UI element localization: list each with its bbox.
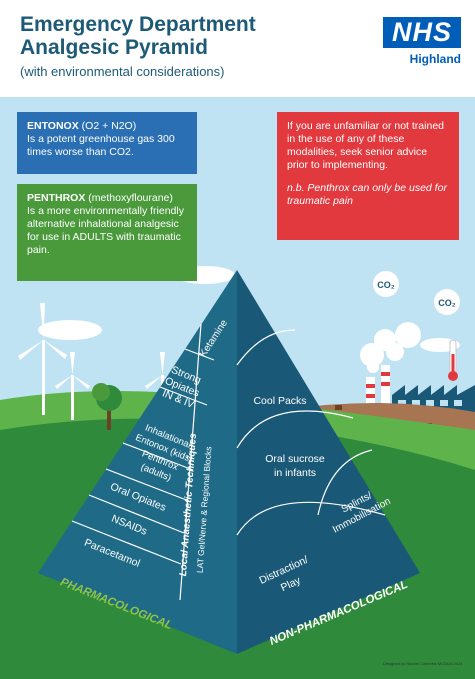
pyramid-right-face <box>237 270 420 654</box>
nhs-logo: NHS <box>383 17 461 48</box>
header: Emergency Department Analgesic Pyramid (… <box>0 0 475 97</box>
entonox-body: Is a potent greenhouse gas 300 times wor… <box>27 133 175 158</box>
tree-trunk <box>107 405 111 430</box>
wind-turbine <box>55 352 90 420</box>
smoke-cloud <box>360 343 384 367</box>
left-tier-dividers <box>71 323 215 601</box>
page-title: Emergency Department Analgesic Pyramid <box>20 13 256 59</box>
tier-oral-sucrose-2: in infants <box>274 467 316 479</box>
penthrox-formula: (methoxyflourane) <box>88 192 173 204</box>
penthrox-title: PENTHROX <box>27 192 86 204</box>
penthrox-info-box: PENTHROX (methoxyflourane) Is a more env… <box>17 184 197 281</box>
smoke-cloud <box>395 322 421 348</box>
smoke-cloud <box>386 343 404 361</box>
title-line-2: Analgesic Pyramid <box>20 36 208 59</box>
entonox-title: ENTONOX <box>27 120 79 132</box>
nhs-logo-subtext: Highland <box>409 52 461 66</box>
wind-turbine <box>18 303 67 415</box>
warning-note: n.b. Penthrox can only be used for traum… <box>287 182 447 207</box>
warning-body: If you are unfamiliar or not trained in … <box>287 120 444 171</box>
tier-oral-sucrose-1: Oral sucrose <box>265 453 325 465</box>
entonox-formula: (O2 + N2O) <box>81 120 137 132</box>
title-line-1: Emergency Department <box>20 13 256 36</box>
warning-box: If you are unfamiliar or not trained in … <box>277 112 459 240</box>
tree-stump <box>335 405 342 410</box>
smoke-cloud <box>367 361 379 373</box>
tier-cool-packs: Cool Packs <box>253 395 306 407</box>
entonox-info-box: ENTONOX (O2 + N2O) Is a potent greenhous… <box>17 112 197 174</box>
co2-label-1: CO₂ <box>377 280 395 290</box>
pyramid-left-face <box>38 270 237 654</box>
penthrox-body: Is a more environmentally friendly alter… <box>27 205 184 256</box>
subtitle: (with environmental considerations) <box>20 64 225 79</box>
co2-cloud-1 <box>373 271 399 297</box>
cloud <box>38 320 102 340</box>
chimney <box>381 365 390 417</box>
design-credit: Designed by Rachel Cummins MCDDA 2024 <box>383 661 463 666</box>
co2-cloud-2 <box>434 289 460 315</box>
co2-label-2: CO₂ <box>438 298 456 308</box>
right-tier-dividers <box>236 329 386 536</box>
